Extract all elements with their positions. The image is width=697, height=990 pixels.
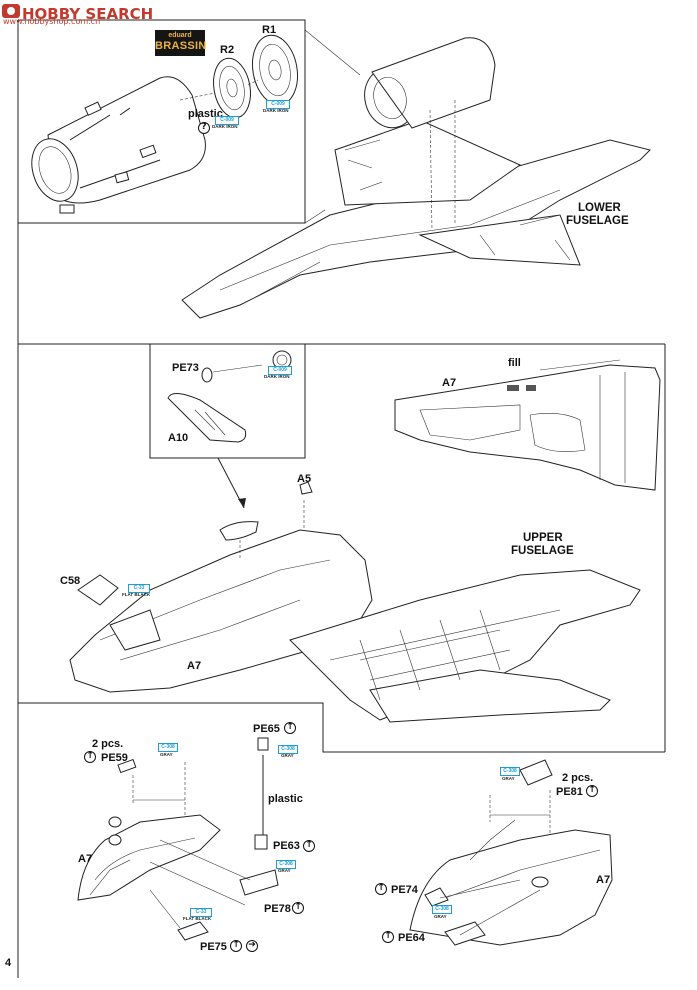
brand-top: eduard — [168, 32, 192, 39]
chip-code: C-308 — [435, 906, 449, 912]
upper-fuselage-line1: UPPER — [523, 532, 563, 544]
part-label-pe59: PE59 — [101, 752, 128, 764]
part-label-a10: A10 — [168, 432, 189, 444]
part-label-a7-main: A7 — [187, 660, 202, 672]
step3-left-drawing — [77, 737, 279, 941]
part-label-a7-top: A7 — [442, 377, 457, 389]
chip-code: C-009 — [271, 101, 285, 107]
part-label-r2: R2 — [220, 44, 235, 56]
watermark-url: www.hobbyshop.com.cn — [3, 17, 101, 26]
divider-step3 — [18, 702, 665, 753]
part-label-pe75: PE75 — [200, 941, 227, 953]
chip-name-pe81: GRAY — [502, 776, 515, 781]
lower-fuselage-drawing — [181, 29, 651, 319]
chip-name-r1: DARK IRON — [263, 108, 289, 113]
step3-right-drawing — [409, 759, 613, 946]
upper-fuselage-inset-drawing — [394, 359, 661, 491]
part-label-pe63: PE63 — [273, 840, 300, 852]
part-label-pe64: PE64 — [398, 932, 425, 944]
chip-name-pe65: GRAY — [281, 753, 294, 758]
lower-fuselage-line1: LOWER — [578, 202, 621, 214]
fill-label: fill — [508, 357, 521, 369]
etch-fold-icon: ↑ — [375, 883, 387, 895]
chip-code: C-308 — [161, 744, 175, 750]
chip-name-c58: FLAT BLACK — [122, 592, 151, 597]
brand-bottom: BRASSIN — [155, 40, 207, 52]
chip-code: C-33 — [195, 909, 207, 915]
color-chip-pe81: C-308 — [500, 767, 520, 776]
question-icon: ? — [198, 122, 210, 134]
color-chip-pe75: C-33 — [190, 908, 212, 917]
page-number: 4 — [5, 957, 12, 969]
part-label-c58: C58 — [60, 575, 81, 587]
rotate-icon: ➔ — [246, 940, 258, 952]
color-chip-r2: C-009 — [215, 116, 239, 125]
watermark-site: HOBBY SEARCH — [22, 5, 154, 23]
part-label-pe78: PE78 — [264, 903, 291, 915]
color-chip-pe59: C-308 — [158, 743, 178, 752]
chip-name-pe63: GRAY — [278, 868, 291, 873]
part-label-pe74: PE74 — [391, 884, 418, 896]
brassin-logo: eduard BRASSIN — [155, 30, 207, 56]
watermark-logo-icon — [2, 4, 20, 18]
etch-fold-icon: ↑ — [84, 751, 96, 763]
main-fuselage-step2-drawing — [69, 481, 641, 723]
part-label-a5: A5 — [297, 473, 312, 485]
chip-code: C-308 — [279, 861, 293, 867]
lower-fuselage-line2: FUSELAGE — [566, 215, 629, 227]
plastic-label: plastic — [188, 108, 223, 120]
canopy-inset-drawing — [149, 344, 306, 509]
part-label-r1: R1 — [262, 24, 277, 36]
plastic-label-step3: plastic — [268, 793, 303, 805]
chip-code: C-33 — [133, 585, 145, 591]
color-chip-r1: C-009 — [266, 100, 290, 109]
etch-fold-icon: ↑ — [303, 840, 315, 852]
chip-name-pe73: DARK IRON — [264, 374, 290, 379]
part-label-pe65: PE65 — [253, 723, 280, 735]
chip-name-pe64: GRAY — [434, 914, 447, 919]
chip-name-pe59: GRAY — [160, 752, 173, 757]
part-label-a7-right: A7 — [596, 874, 611, 886]
inset-box — [18, 19, 306, 224]
etch-fold-icon: ↑ — [382, 931, 394, 943]
exhaust-inset-drawing — [31, 34, 299, 214]
quantity-label-right: 2 pcs. — [562, 772, 594, 784]
etch-fold-icon: ↑ — [230, 940, 242, 952]
chip-code: C-009 — [273, 367, 287, 373]
quantity-label-left: 2 pcs. — [92, 738, 124, 750]
chip-code: C-308 — [503, 768, 517, 774]
chip-name-pe75: FLAT BLACK — [183, 916, 212, 921]
part-label-pe81: PE81 — [556, 786, 583, 798]
etch-fold-icon: ↑ — [284, 722, 296, 734]
color-chip-pe65: C-308 — [278, 745, 298, 754]
part-label-pe73: PE73 — [172, 362, 199, 374]
color-chip-pe63: C-308 — [276, 860, 296, 869]
color-chip-c58: C-33 — [128, 584, 150, 593]
chip-code: C-009 — [220, 117, 234, 123]
chip-name-r2: DARK IRON — [212, 124, 238, 129]
part-label-a7-left: A7 — [78, 853, 93, 865]
color-chip-pe64: C-308 — [432, 905, 452, 914]
color-chip-pe73: C-009 — [268, 366, 292, 375]
upper-fuselage-line2: FUSELAGE — [511, 545, 574, 557]
etch-fold-icon: ↑ — [292, 902, 304, 914]
etch-fold-icon: ↑ — [586, 785, 598, 797]
chip-code: C-308 — [281, 746, 295, 752]
